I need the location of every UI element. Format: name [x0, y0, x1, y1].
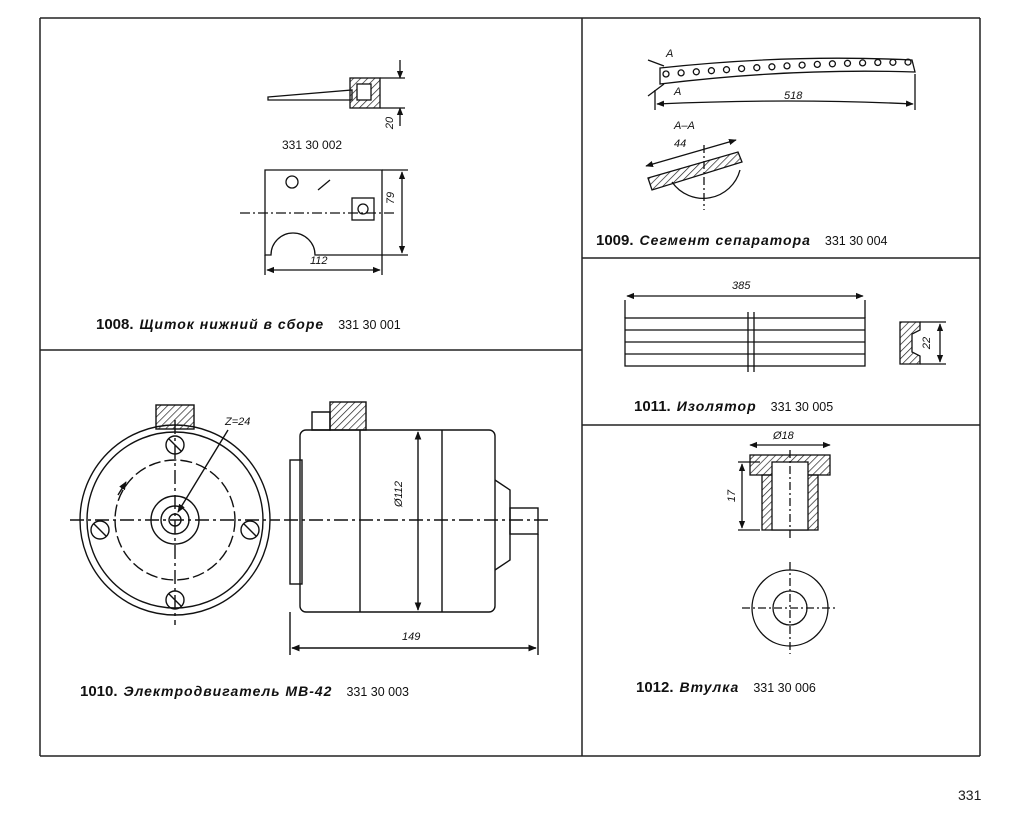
- caption-1011: 1011. Изолятор 331 30 005: [634, 398, 833, 415]
- segment-hole: [737, 64, 746, 73]
- caption-1010-code: 331 30 003: [346, 685, 410, 699]
- drawing-1010-front-view: [70, 404, 280, 625]
- caption-1009-title: Сегмент сепаратора: [639, 232, 811, 248]
- drawing-1009-segment: [647, 57, 916, 110]
- dim-1008-height: 20: [384, 116, 397, 130]
- caption-1009: 1009. Сегмент сепаратора 331 30 004: [596, 232, 887, 249]
- drawing-1009-section: [645, 138, 743, 210]
- segment-hole: [692, 68, 700, 76]
- dim-1011-length: 385: [732, 280, 751, 292]
- caption-1012-title: Втулка: [679, 679, 740, 695]
- segment-hole: [783, 62, 791, 70]
- section-mark-top: А: [666, 48, 674, 60]
- drawing-1011-insulator: [624, 292, 946, 372]
- caption-1012-code: 331 30 006: [753, 681, 816, 695]
- dim-1011-height: 22: [921, 336, 934, 350]
- segment-hole: [874, 58, 882, 67]
- segment-hole: [753, 64, 761, 72]
- segment-hole: [722, 66, 731, 74]
- caption-1008-number: 1008.: [96, 316, 134, 333]
- dim-1010-length: 149: [402, 631, 421, 643]
- segment-hole: [662, 70, 670, 78]
- part-code-1008: 331 30 002: [282, 138, 343, 152]
- segment-hole: [904, 58, 912, 66]
- segment-hole: [843, 59, 852, 67]
- caption-1011-number: 1011.: [634, 398, 671, 415]
- segment-hole: [813, 60, 821, 69]
- drawing-1008-top-view: [240, 169, 408, 275]
- caption-1008-code: 331 30 001: [338, 318, 401, 332]
- caption-1009-number: 1009.: [596, 232, 634, 249]
- dim-1008-width: 79: [385, 191, 398, 205]
- segment-hole: [768, 63, 776, 71]
- caption-1010-number: 1010.: [80, 683, 118, 700]
- segment-hole: [828, 60, 837, 68]
- dim-1008-length: 112: [310, 255, 328, 267]
- segment-hole: [677, 69, 685, 77]
- drawing-1008-side-view: [267, 60, 405, 126]
- caption-1008-title: Щиток нижний в сборе: [139, 316, 325, 332]
- dim-1010-diameter: Ø112: [393, 480, 406, 508]
- dim-1012-diameter: Ø18: [773, 430, 794, 442]
- caption-1009-code: 331 30 004: [824, 234, 888, 248]
- caption-1011-title: Изолятор: [676, 398, 757, 414]
- caption-1010-title: Электродвигатель МВ-42: [123, 683, 333, 699]
- drawing-1010-side-view: [284, 401, 552, 655]
- caption-1010: 1010. Электродвигатель МВ-42 331 30 003: [80, 683, 409, 700]
- segment-hole: [858, 59, 867, 67]
- page-number: 331: [958, 787, 982, 803]
- dim-1012-height: 17: [726, 489, 739, 503]
- section-mark-bottom: А: [674, 86, 682, 98]
- segment-hole: [707, 67, 716, 75]
- dim-1009-width: 44: [674, 138, 687, 150]
- segment-hole: [798, 61, 806, 69]
- caption-1011-code: 331 30 005: [770, 400, 834, 414]
- section-title: А–А: [674, 120, 695, 132]
- dim-1010-teeth: Z=24: [225, 416, 251, 428]
- caption-1012-number: 1012.: [636, 679, 674, 696]
- segment-hole: [889, 58, 897, 66]
- drawing-1012-bushing: [738, 441, 838, 654]
- caption-1008: 1008. Щиток нижний в сборе 331 30 001: [96, 316, 401, 333]
- caption-1012: 1012. Втулка 331 30 006: [636, 679, 816, 696]
- dim-1009-length: 518: [784, 90, 803, 102]
- sheet-frame: [39, 17, 981, 757]
